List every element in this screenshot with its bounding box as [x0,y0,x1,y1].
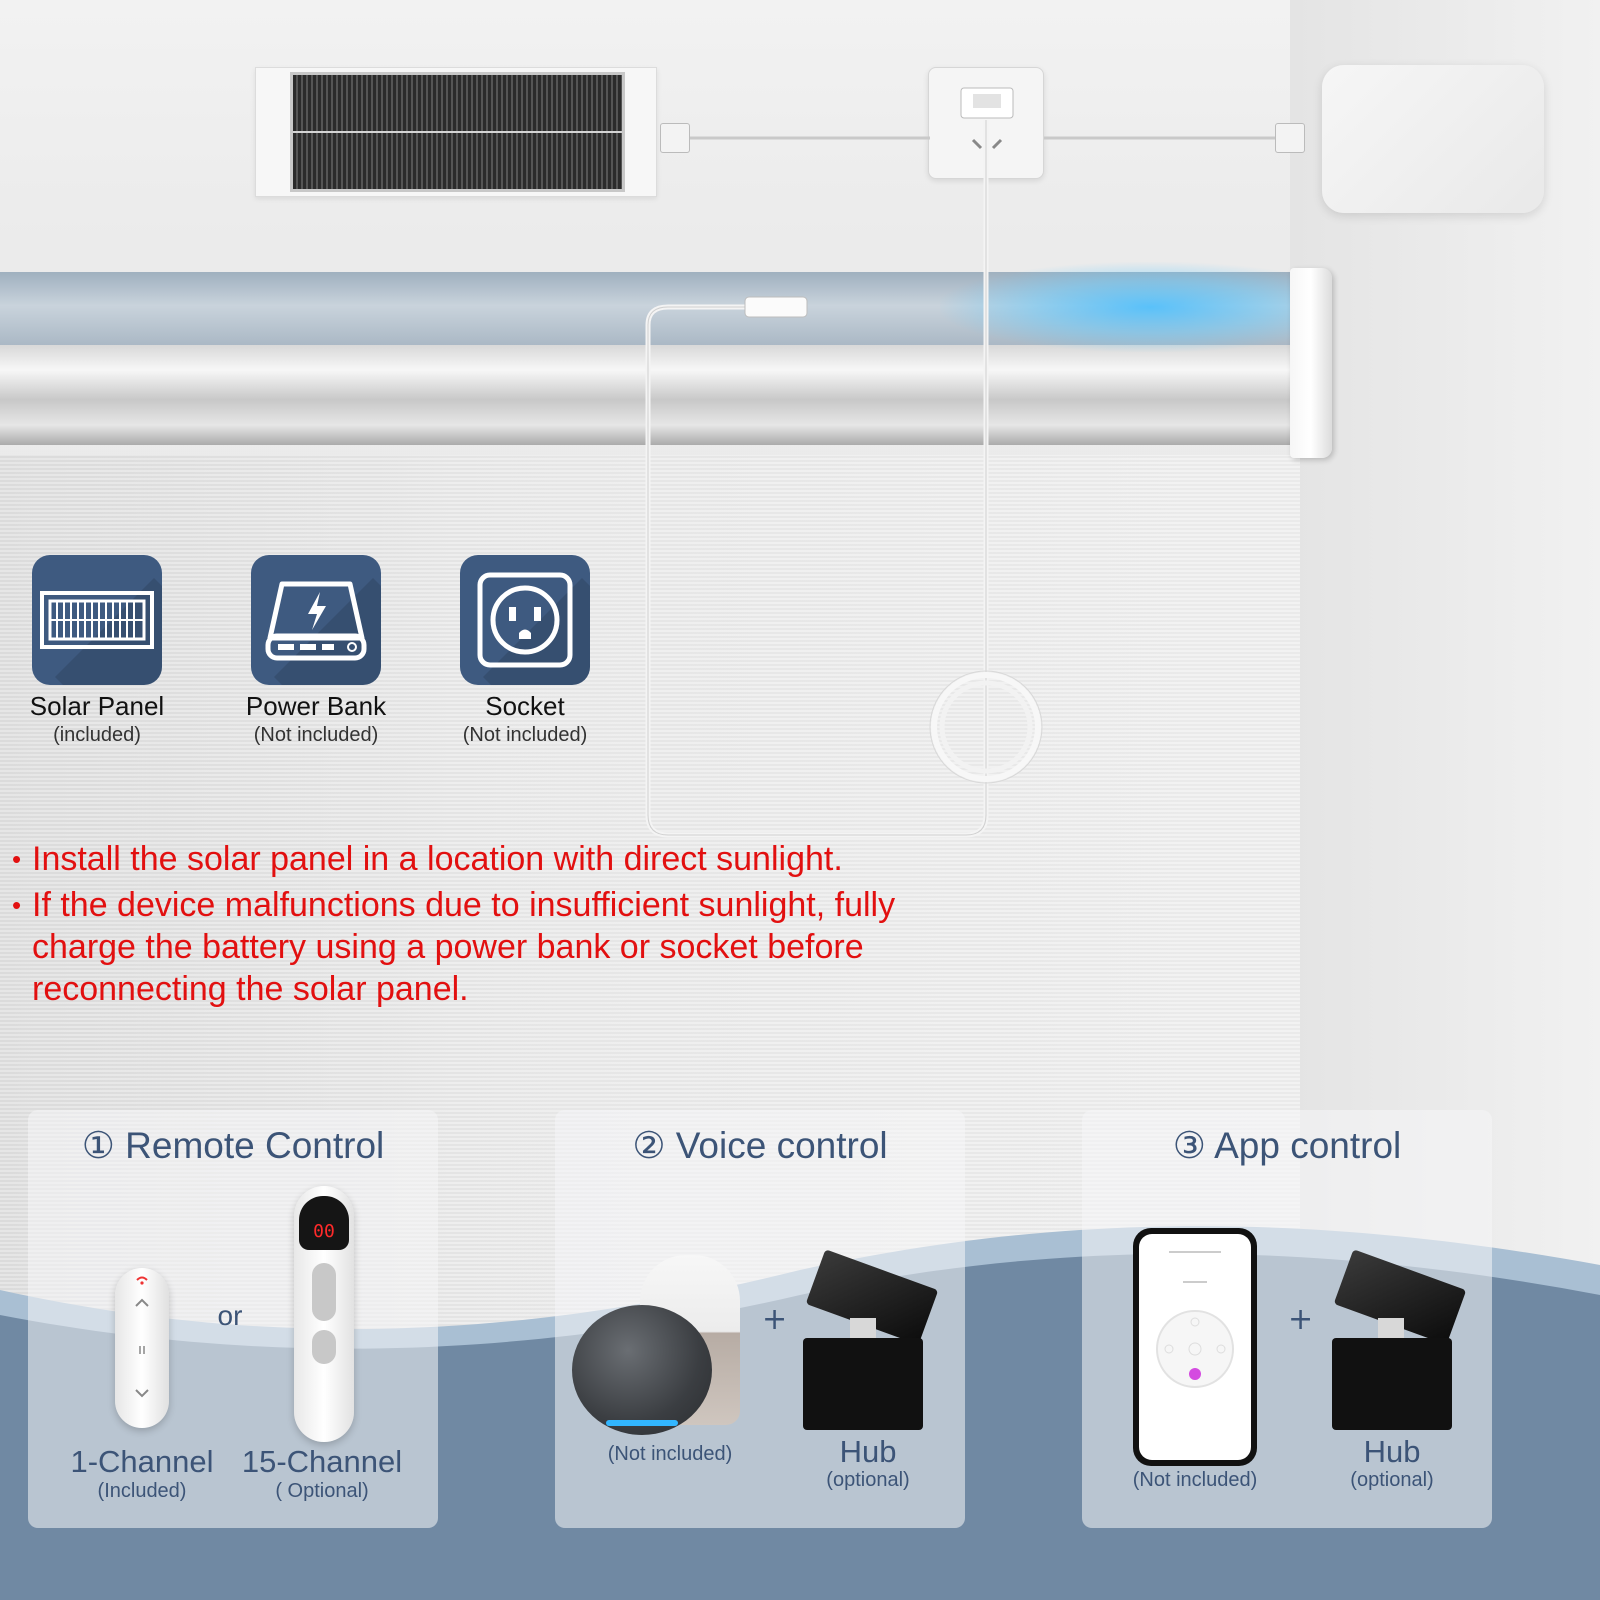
power-source-note: (Not included) [253,724,379,746]
usb-connector-icon [1378,1318,1404,1340]
speaker-light-ring [606,1420,678,1426]
usb-plug-icon [1275,123,1305,153]
remote-control-card: ① Remote Control [28,1110,438,1528]
phone-note: (Not included) [1132,1469,1258,1491]
socket-icon [477,572,573,668]
remote-15-channel-note: ( Optional) [275,1480,369,1502]
speaker-note: (Not included) [607,1443,733,1465]
remote-display: 00 [299,1196,349,1250]
remote-1-channel-device [115,1268,169,1428]
note-text: Install the solar panel in a location wi… [32,840,843,878]
usb-connector-icon [850,1318,876,1340]
power-source-note: (included) [53,724,141,746]
power-bank-icon [265,581,367,661]
socket-plug-icon [960,87,1014,150]
bullet-icon: • [12,844,22,874]
power-source-power-bank: Power Bank (Not included) [221,555,411,747]
power-source-name: Power Bank [245,691,387,721]
plus-icon: + [1288,1302,1314,1337]
remote-15-channel-name: 15-Channel [241,1444,403,1479]
hub-note: (optional) [826,1469,910,1491]
wall-socket-device [928,67,1044,179]
power-source-name: Socket [485,691,565,721]
hub-note: (optional) [1350,1469,1434,1491]
power-bank-device [1322,65,1544,213]
card-title: ① Remote Control [81,1125,385,1166]
power-source-solar-panel: Solar Panel (included) [2,555,192,747]
plus-icon: + [762,1302,788,1337]
blind-end-cap [1290,268,1332,458]
phone-screen [1139,1234,1251,1460]
power-source-note: (Not included) [462,724,588,746]
installation-notes: • Install the solar panel in a location … [12,838,992,1010]
note-item: • Install the solar panel in a location … [12,838,992,880]
solar-panel-icon [40,591,154,649]
note-item: • If the device malfunctions due to insu… [12,884,992,1010]
usb-plug-icon [660,123,690,153]
hub-device [803,1338,923,1430]
socket-tile [460,555,590,685]
blind-roller-tube [0,345,1300,445]
card-title: ② Voice control [632,1125,888,1166]
smart-speaker-device [572,1305,712,1435]
power-source-name: Solar Panel [29,691,165,721]
note-text: If the device malfunctions due to insuff… [32,886,896,1008]
power-source-socket: Socket (Not included) [430,555,620,747]
remote-rocker-button [312,1263,336,1321]
hub-name: Hub [839,1434,897,1469]
bullet-icon: • [12,890,22,920]
hub-name: Hub [1363,1434,1421,1469]
solar-panel-cells [290,72,625,192]
hub-device [1332,1338,1452,1430]
or-label: or [217,1300,243,1331]
card-title: ③ App control [1172,1125,1402,1166]
smartphone-device [1133,1228,1257,1466]
remote-1-channel-name: 1-Channel [70,1444,214,1479]
solar-panel-tile [32,555,162,685]
power-bank-tile [251,555,381,685]
remote-select-button [312,1330,336,1364]
motor-glow [940,262,1290,352]
remote-buttons-icon [135,1276,149,1398]
app-control-dial-icon [1156,1251,1234,1388]
remote-1-channel-note: (Included) [97,1480,187,1502]
